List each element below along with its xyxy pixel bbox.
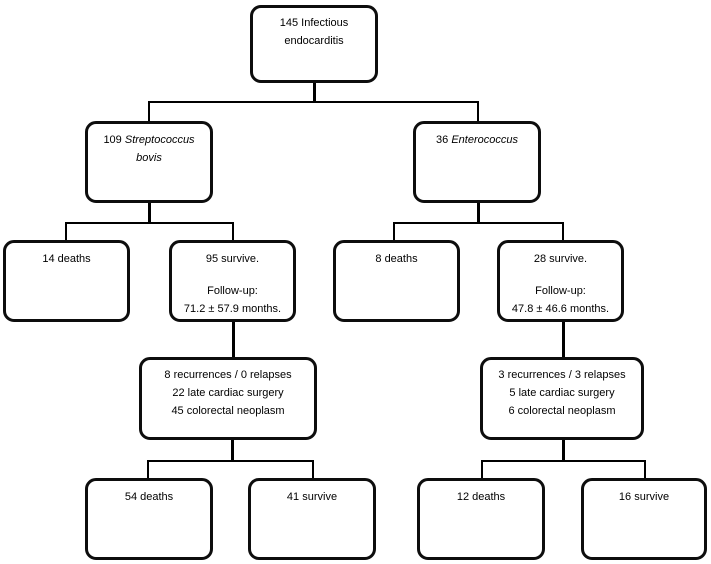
strep-events-line3: 45 colorectal neoplasm: [171, 405, 285, 417]
node-entero-late-deaths: 12 deaths: [417, 478, 545, 560]
connector-drop-entero-late-deaths: [481, 460, 483, 479]
node-total-line2: endocarditis: [284, 35, 344, 47]
entero-late-survive-label: 16 survive: [618, 491, 670, 503]
connector-root-stub: [312, 81, 316, 101]
entero-survive-line1: 28 survive.: [533, 253, 588, 265]
node-strep-survive: 95 survive. Follow-up: 71.2 ± 57.9 month…: [169, 240, 296, 322]
node-strep-late-deaths: 54 deaths: [85, 478, 213, 560]
connector-drop-entero-deaths: [393, 222, 395, 241]
entero-events-line3: 6 colorectal neoplasm: [508, 405, 616, 417]
strep-events-line1: 8 recurrences / 0 relapses: [164, 369, 292, 381]
connector-entero-outcomes-stub: [561, 438, 565, 460]
node-strep-deaths: 14 deaths: [3, 240, 130, 322]
connector-drop-strep-deaths: [65, 222, 67, 241]
connector-drop-strep-late-deaths: [147, 460, 149, 479]
entero-events-line2: 5 late cardiac surgery: [509, 387, 615, 399]
connector-drop-entero: [477, 101, 479, 122]
connector-entero-outcomes-horizontal: [481, 460, 646, 462]
node-entero-survive: 28 survive. Follow-up: 47.8 ± 46.6 month…: [497, 240, 624, 322]
connector-strep-outcomes-stub: [230, 438, 234, 460]
connector-strep-horizontal: [65, 222, 234, 224]
strep-species: Streptococcus bovis: [124, 134, 195, 164]
node-streptococcus-bovis: 109 Streptococcus bovis: [85, 121, 213, 203]
connector-drop-strep-survive: [232, 222, 234, 241]
entero-deaths-label: 8 deaths: [375, 253, 418, 265]
entero-species: Enterococcus: [451, 134, 518, 146]
connector-drop-strep: [148, 101, 150, 122]
strep-survive-line2: Follow-up:: [207, 285, 258, 297]
node-total-line1: 145 Infectious: [279, 17, 349, 29]
entero-events-line1: 3 recurrences / 3 relapses: [498, 369, 626, 381]
node-entero-followup-events: 3 recurrences / 3 relapses 5 late cardia…: [480, 357, 644, 440]
connector-strep-stub: [147, 201, 151, 222]
entero-count: 36: [436, 134, 449, 146]
entero-late-deaths-label: 12 deaths: [456, 491, 506, 503]
strep-count: 109: [103, 134, 122, 146]
connector-drop-entero-late-survive: [644, 460, 646, 479]
spacer: [178, 268, 287, 282]
connector-strep-survive-outcomes: [231, 320, 235, 358]
strep-late-deaths-label: 54 deaths: [124, 491, 174, 503]
node-enterococcus: 36 Enterococcus: [413, 121, 541, 203]
strep-survive-line1: 95 survive.: [205, 253, 260, 265]
entero-survive-line3: 47.8 ± 46.6 months.: [511, 303, 610, 315]
node-strep-late-survive: 41 survive: [248, 478, 376, 560]
entero-survive-line2: Follow-up:: [535, 285, 586, 297]
connector-drop-entero-survive: [562, 222, 564, 241]
strep-events-line2: 22 late cardiac surgery: [172, 387, 284, 399]
connector-entero-survive-outcomes: [561, 320, 565, 358]
node-total-cohort: 145 Infectious endocarditis: [250, 5, 378, 83]
strep-deaths-label: 14 deaths: [42, 253, 91, 265]
strep-late-survive-label: 41 survive: [286, 491, 338, 503]
connector-entero-horizontal: [393, 222, 564, 224]
strep-survive-line3: 71.2 ± 57.9 months.: [183, 303, 282, 315]
connector-strep-outcomes-horizontal: [147, 460, 314, 462]
node-entero-late-survive: 16 survive: [581, 478, 707, 560]
connector-drop-strep-late-survive: [312, 460, 314, 479]
spacer: [506, 268, 615, 282]
node-strep-followup-events: 8 recurrences / 0 relapses 22 late cardi…: [139, 357, 317, 440]
connector-entero-stub: [476, 201, 480, 222]
node-entero-deaths: 8 deaths: [333, 240, 460, 322]
connector-root-horizontal: [148, 101, 479, 103]
